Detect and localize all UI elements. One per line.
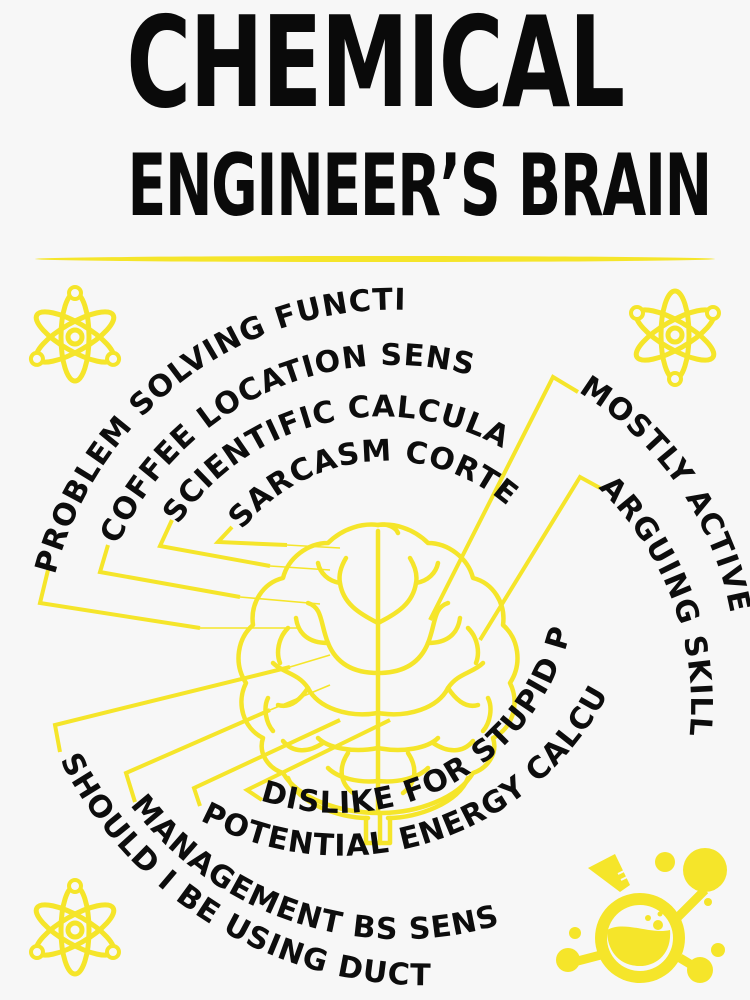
title-divider	[35, 256, 715, 262]
atom-icon	[29, 878, 121, 977]
flask-molecule-icon	[556, 848, 727, 983]
brain-icon	[236, 522, 520, 846]
title-line-1: CHEMICAL	[126, 0, 625, 136]
title-line-2: ENGINEER’S BRAIN	[127, 136, 712, 236]
connector-lines	[37, 374, 601, 807]
atom-icon	[629, 288, 721, 387]
atom-icon	[28, 285, 122, 384]
